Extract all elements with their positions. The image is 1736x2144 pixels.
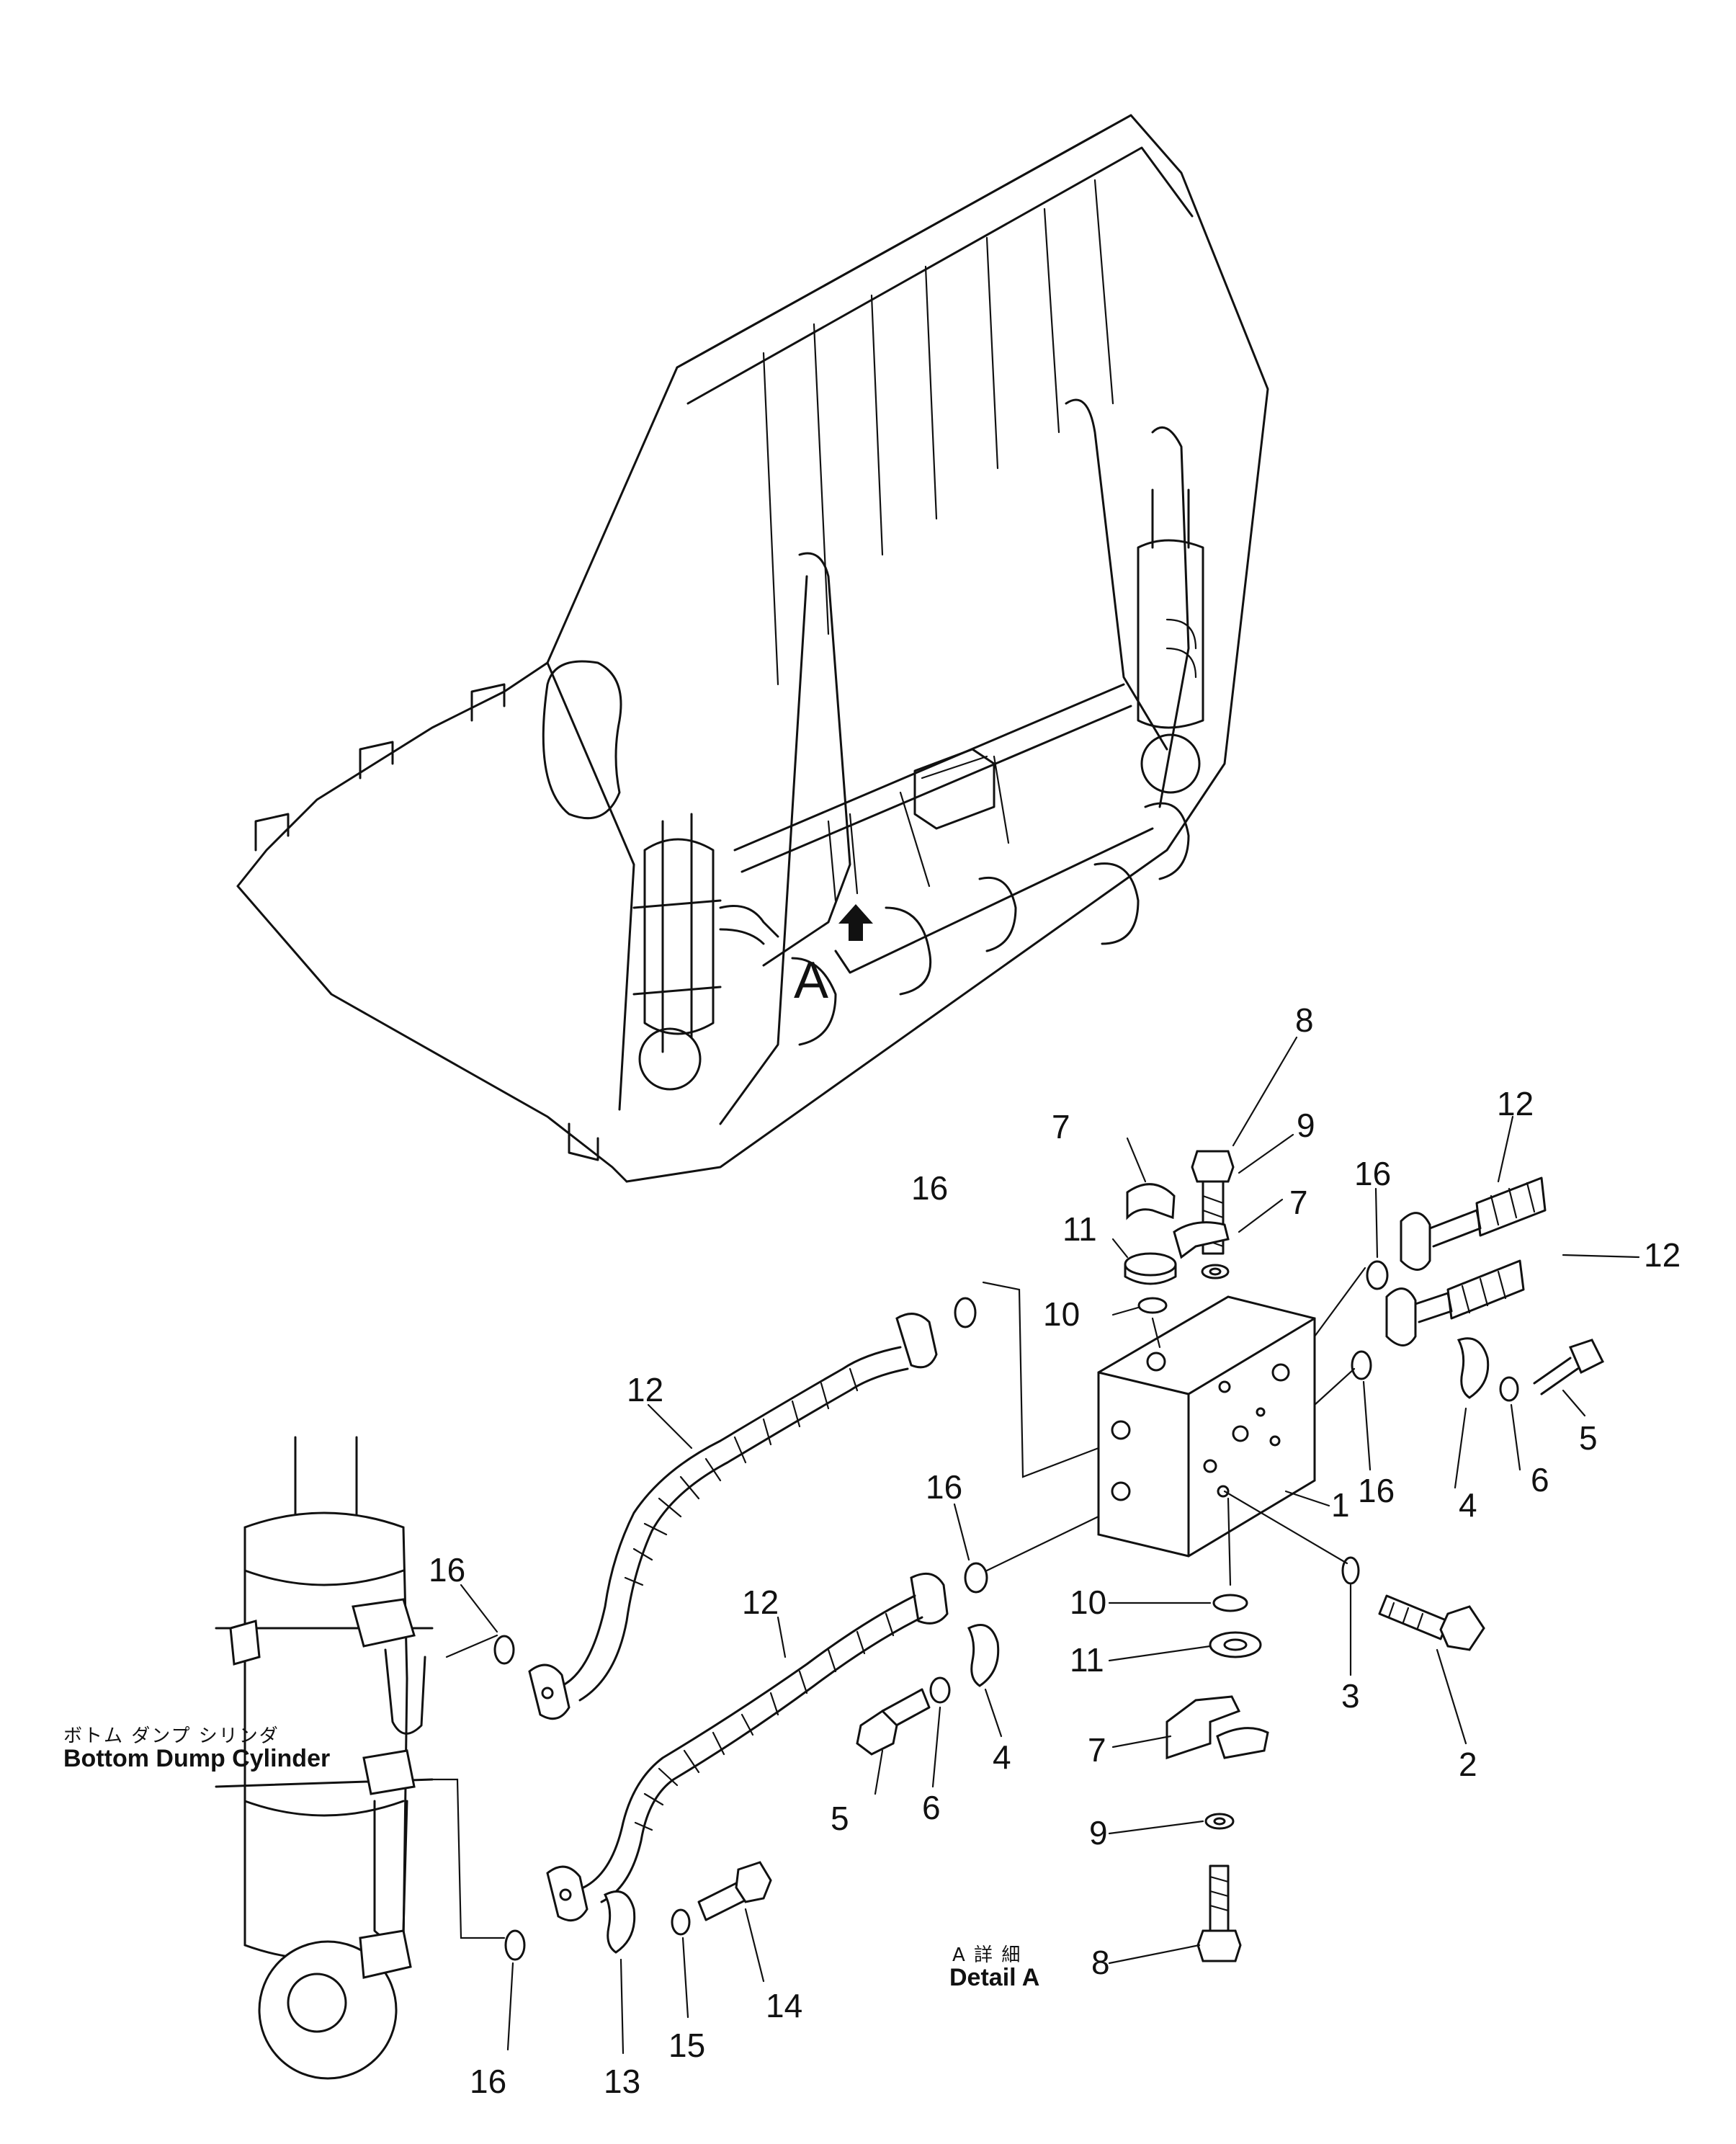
callout-16-top: 16 (911, 1169, 948, 1207)
callout-4-mid: 4 (993, 1738, 1011, 1776)
plug-11-bottom (1209, 1631, 1262, 1658)
o-ring-16-right-mid (1351, 1350, 1372, 1380)
upper-fastener-stack (1124, 1150, 1235, 1314)
bottom-dump-cylinder (215, 1436, 434, 2080)
o-ring-16-left (493, 1635, 515, 1665)
bolt-8-lower-head (1196, 1929, 1242, 1962)
washer-3 (1341, 1556, 1360, 1585)
callout-12-upper-hose: 12 (627, 1371, 663, 1408)
callout-3: 3 (1341, 1677, 1360, 1715)
bolt-2 (1378, 1594, 1485, 1651)
callout-15: 15 (668, 2027, 705, 2064)
upper-hose-12 (528, 1313, 938, 1720)
callout-5-right: 5 (1579, 1419, 1598, 1457)
callout-leaders (460, 1036, 1640, 2055)
o-ring-16-bottom (504, 1929, 526, 1961)
callout-8-bottom: 8 (1091, 1944, 1110, 1981)
callout-12-top-right: 12 (1497, 1085, 1534, 1122)
clamp-13 (603, 1890, 636, 1954)
callout-10-top: 10 (1043, 1295, 1080, 1333)
washer-15 (671, 1908, 691, 1936)
callout-16-right: 16 (1358, 1472, 1395, 1509)
callout-9-bottom: 9 (1089, 1814, 1108, 1852)
manifold-block (1097, 1295, 1316, 1558)
callout-6-mid: 6 (922, 1789, 941, 1826)
right-hose-fittings (1385, 1176, 1605, 1402)
callout-16-left: 16 (429, 1551, 465, 1589)
bucket-assembly (236, 114, 1269, 1183)
clamp-4-mid (967, 1624, 1000, 1687)
o-ring-16-top (954, 1297, 977, 1328)
callout-8-top: 8 (1295, 1001, 1314, 1039)
callout-7-right: 7 (1289, 1184, 1308, 1221)
callout-4-right: 4 (1459, 1486, 1477, 1524)
cylinder-label-jp: ボトム ダンプ シリンダ (63, 1725, 279, 1747)
detail-label-en: Detail A (949, 1964, 1039, 1991)
o-ring-10-bottom (1212, 1594, 1248, 1612)
callout-10-bottom: 10 (1070, 1584, 1106, 1621)
callout-7-top: 7 (1052, 1108, 1070, 1145)
cylinder-label-en: Bottom Dump Cylinder (63, 1745, 330, 1772)
callout-5-mid: 5 (831, 1800, 849, 1837)
callout-6-right: 6 (1531, 1461, 1549, 1498)
callout-16-mid: 16 (926, 1468, 962, 1506)
callout-12-lower-hose: 12 (742, 1584, 779, 1621)
callout-7-bottom: 7 (1088, 1731, 1106, 1769)
callout-16-bottom: 16 (470, 2063, 506, 2100)
callout-9-top: 9 (1297, 1107, 1315, 1144)
callout-11-bottom: 11 (1070, 1641, 1104, 1679)
detail-label-jp: A 詳 細 (952, 1944, 1021, 1966)
callout-14: 14 (766, 1987, 802, 2024)
view-marker-a: A (794, 952, 828, 1009)
o-ring-16-mid (964, 1562, 988, 1594)
detail-a-parts (215, 1150, 1605, 2080)
o-ring-16-right-top (1366, 1260, 1389, 1290)
lower-hose-12 (546, 1572, 949, 1922)
callout-16-top-right: 16 (1354, 1155, 1391, 1192)
callout-13: 13 (604, 2063, 640, 2100)
callout-1: 1 (1331, 1486, 1350, 1524)
clamp-7-lower (1165, 1695, 1241, 1760)
callout-numbers: 8 9 7 7 11 10 12 12 16 16 5 6 4 16 1 16 … (429, 1001, 1681, 2100)
view-arrow-icon (838, 904, 873, 941)
washer-6-mid (929, 1676, 951, 1704)
callout-11-top: 11 (1062, 1210, 1097, 1248)
callout-12-right: 12 (1644, 1236, 1681, 1274)
callout-2: 2 (1459, 1746, 1477, 1783)
